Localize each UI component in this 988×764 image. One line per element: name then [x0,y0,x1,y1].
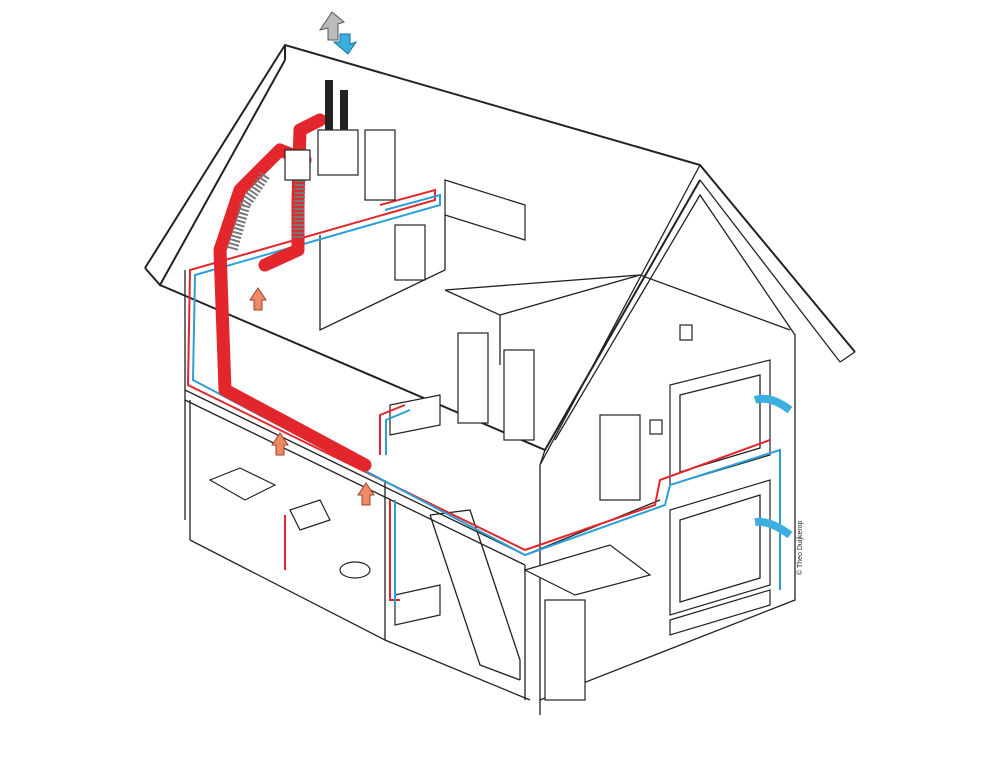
radiators [389,179,771,636]
illustration-credit: © Theo Duijkerop [797,520,804,575]
airflow-arrows [249,11,793,539]
stairs [429,509,521,681]
outdoor-air-arrow [318,11,346,41]
ventilation-ducts [213,113,372,472]
ventilation-unit [284,80,396,201]
gable-wall [539,193,796,715]
fixtures [208,324,693,579]
floors [184,215,791,701]
porch [523,544,652,701]
exhaust-air-arrow [332,33,358,55]
windows [599,359,771,616]
